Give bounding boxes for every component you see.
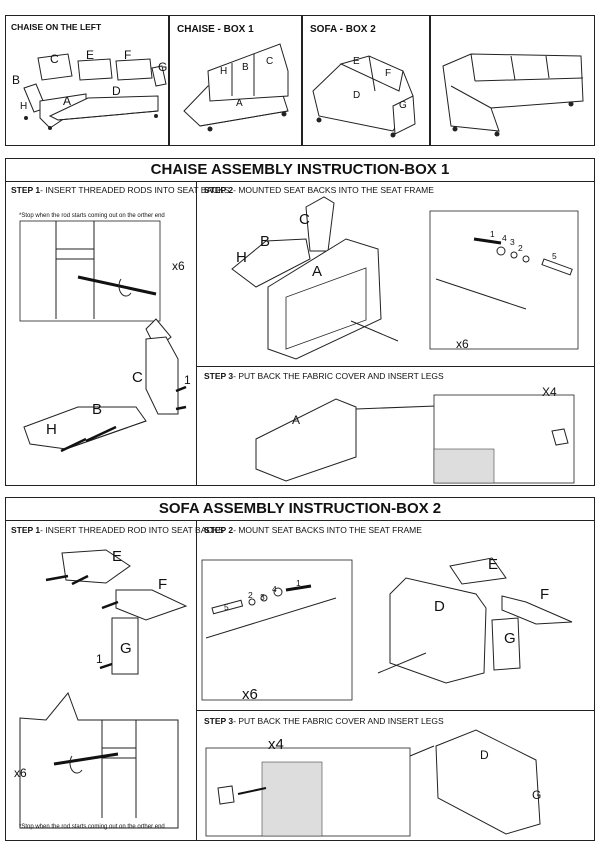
panel-title: SOFA - BOX 2 — [310, 24, 376, 35]
letter-b: B — [12, 73, 21, 87]
sofa-step3-label: STEP 3- PUT BACK THE FABRIC COVER AND IN… — [204, 716, 444, 726]
letter-h: H — [220, 66, 228, 77]
chaise-step2-letter-c: C — [299, 211, 310, 228]
chaise-step1-count: x6 — [172, 259, 185, 273]
part-label-2: 2 — [248, 590, 253, 600]
chaise-section-title: CHAISE ASSEMBLY INSTRUCTION-BOX 1 — [150, 161, 450, 178]
sofa-step1-letter-f: F — [158, 576, 168, 593]
chaise-step3-illustration — [255, 394, 575, 484]
sofa-step3-illustration — [205, 729, 541, 837]
sofa-step1-count: x6 — [14, 766, 27, 780]
part-label-1: 1 — [490, 229, 495, 239]
chaise-step1-label: STEP 1- INSERT THREADED RODS INTO SEAT B… — [11, 185, 230, 195]
chaise-section: CHAISE ASSEMBLY INSTRUCTION-BOX 1 STEP 1… — [5, 158, 595, 486]
letter-c: C — [266, 56, 274, 67]
sofa-section-title: SOFA ASSEMBLY INSTRUCTION-BOX 2 — [158, 500, 442, 517]
sofa-step2-letter-e: E — [488, 556, 499, 573]
sofa-step1-num: 1 — [96, 652, 103, 666]
letter-d: D — [112, 84, 121, 98]
panel-title: CHAISE ON THE LEFT — [11, 22, 102, 32]
letter-f: F — [124, 48, 132, 62]
exploded-sofa-illustration — [23, 53, 167, 130]
letter-a: A — [63, 94, 72, 108]
letter-a: A — [236, 98, 243, 109]
top-panel-chaise-box1: CHAISE - BOX 1 H B C A — [169, 15, 302, 146]
chaise-step1-illustration — [19, 220, 187, 453]
chaise-illustration — [183, 43, 289, 132]
sofa-step1-letter-e: E — [112, 548, 123, 565]
letter-e: E — [86, 48, 95, 62]
sofa-step2-count: x6 — [242, 686, 258, 703]
letter-b: B — [242, 62, 249, 73]
sofa-step2-letter-f: F — [540, 586, 550, 603]
part-label-1: 1 — [296, 578, 301, 588]
sofa-step3-letter-g: G — [532, 788, 542, 802]
letter-d: D — [353, 90, 361, 101]
assembled-sectional-illustration — [442, 53, 584, 137]
chaise-step1-letter-b: B — [92, 401, 103, 418]
sofa-step2-letter-g: G — [504, 630, 516, 647]
letter-h: H — [20, 101, 28, 112]
letter-f: F — [385, 68, 392, 79]
part-label-4: 4 — [502, 233, 507, 243]
part-label-2: 2 — [518, 243, 523, 253]
chaise-step2-letter-h: H — [236, 249, 247, 266]
sofa-step1-letter-g: G — [120, 640, 132, 657]
chaise-step1-letter-h: H — [46, 421, 57, 438]
chaise-step2-label: STEP 2- MOUNTED SEAT BACKS INTO THE SEAT… — [204, 185, 434, 195]
sofa-step1-note: *Stop when the rod starts coming out on … — [19, 824, 165, 830]
chaise-step2-count: x6 — [456, 337, 469, 351]
chaise-step3-letter-a: A — [292, 413, 301, 427]
letter-e: E — [353, 56, 360, 67]
chaise-step3-count: X4 — [542, 385, 557, 399]
panel-title: CHAISE - BOX 1 — [177, 24, 254, 35]
sofa-step1-illustration — [19, 549, 188, 829]
chaise-step2-letter-b: B — [260, 233, 271, 250]
part-label-5: 5 — [552, 251, 557, 261]
sofa-step2-illustration — [201, 557, 573, 701]
sofa-illustration — [312, 55, 416, 138]
chaise-step3-label: STEP 3- PUT BACK THE FABRIC COVER AND IN… — [204, 371, 444, 381]
top-panel-chaise-left: CHAISE ON THE LEFT C E F B G A D H — [5, 15, 169, 146]
sofa-section: SOFA ASSEMBLY INSTRUCTION-BOX 2 STEP 1- … — [5, 497, 595, 841]
sofa-step2-label: STEP 2- MOUNT SEAT BACKS INTO THE SEAT F… — [204, 525, 422, 535]
chaise-step2-letter-a: A — [312, 263, 323, 280]
chaise-step1-note: *Stop when the rod starts coming out on … — [19, 213, 165, 219]
sofa-step2-letter-d: D — [434, 598, 445, 615]
chaise-step1-letter-c: C — [132, 369, 143, 386]
top-panel-assembled — [430, 15, 595, 146]
part-label-4: 4 — [272, 584, 277, 594]
sofa-step3-count: x4 — [268, 736, 284, 753]
sofa-step3-letter-d: D — [480, 748, 489, 762]
sofa-step1-label: STEP 1- INSERT THREADED ROD INTO SEAT BA… — [11, 525, 224, 535]
letter-g: G — [158, 60, 168, 74]
letter-c: C — [50, 52, 59, 66]
part-label-5: 5 — [224, 602, 229, 612]
chaise-step2-illustration — [231, 196, 579, 360]
letter-g: G — [399, 100, 407, 111]
part-label-3: 3 — [510, 237, 515, 247]
top-panel-sofa-box2: SOFA - BOX 2 E F D G — [302, 15, 430, 146]
part-label-3: 3 — [260, 592, 265, 602]
chaise-step1-num: 1 — [184, 373, 191, 387]
